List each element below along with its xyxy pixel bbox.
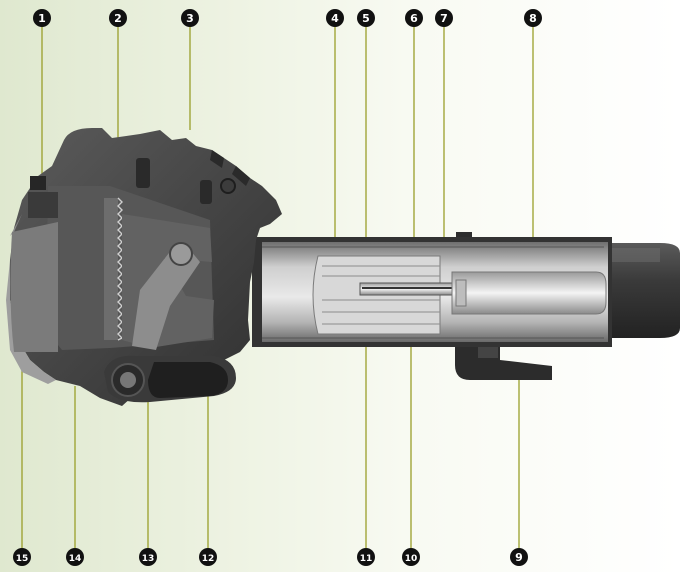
callout-5: 5 bbox=[357, 9, 375, 27]
callout-markers: 1 2 3 4 5 6 7 8 15 14 13 12 11 10 9 bbox=[13, 9, 542, 566]
svg-text:9: 9 bbox=[515, 551, 523, 564]
svg-text:13: 13 bbox=[142, 554, 155, 564]
svg-text:5: 5 bbox=[362, 12, 370, 25]
svg-text:12: 12 bbox=[202, 554, 215, 564]
callout-1: 1 bbox=[33, 9, 51, 27]
callout-12: 12 bbox=[199, 548, 217, 566]
callout-14: 14 bbox=[66, 548, 84, 566]
callout-13: 13 bbox=[139, 548, 157, 566]
svg-text:7: 7 bbox=[440, 12, 448, 25]
callout-11: 11 bbox=[357, 548, 375, 566]
svg-text:4: 4 bbox=[331, 12, 339, 25]
callout-15: 15 bbox=[13, 548, 31, 566]
svg-text:14: 14 bbox=[69, 554, 82, 564]
callout-7: 7 bbox=[435, 9, 453, 27]
brake-lining bbox=[104, 197, 124, 341]
svg-text:3: 3 bbox=[186, 12, 194, 25]
svg-text:1: 1 bbox=[38, 12, 46, 25]
cylinder-bore bbox=[252, 237, 612, 347]
callout-2: 2 bbox=[109, 9, 127, 27]
callout-9: 9 bbox=[510, 548, 528, 566]
callout-6: 6 bbox=[405, 9, 423, 27]
svg-text:11: 11 bbox=[360, 554, 373, 564]
callout-10: 10 bbox=[402, 548, 420, 566]
svg-text:6: 6 bbox=[410, 12, 418, 25]
svg-text:10: 10 bbox=[405, 554, 418, 564]
callout-8: 8 bbox=[524, 9, 542, 27]
callout-4: 4 bbox=[326, 9, 344, 27]
svg-text:8: 8 bbox=[529, 12, 537, 25]
callout-3: 3 bbox=[181, 9, 199, 27]
barrel bbox=[600, 243, 680, 338]
caliper-housing bbox=[6, 128, 282, 406]
svg-text:2: 2 bbox=[114, 12, 122, 25]
svg-text:15: 15 bbox=[16, 554, 29, 564]
